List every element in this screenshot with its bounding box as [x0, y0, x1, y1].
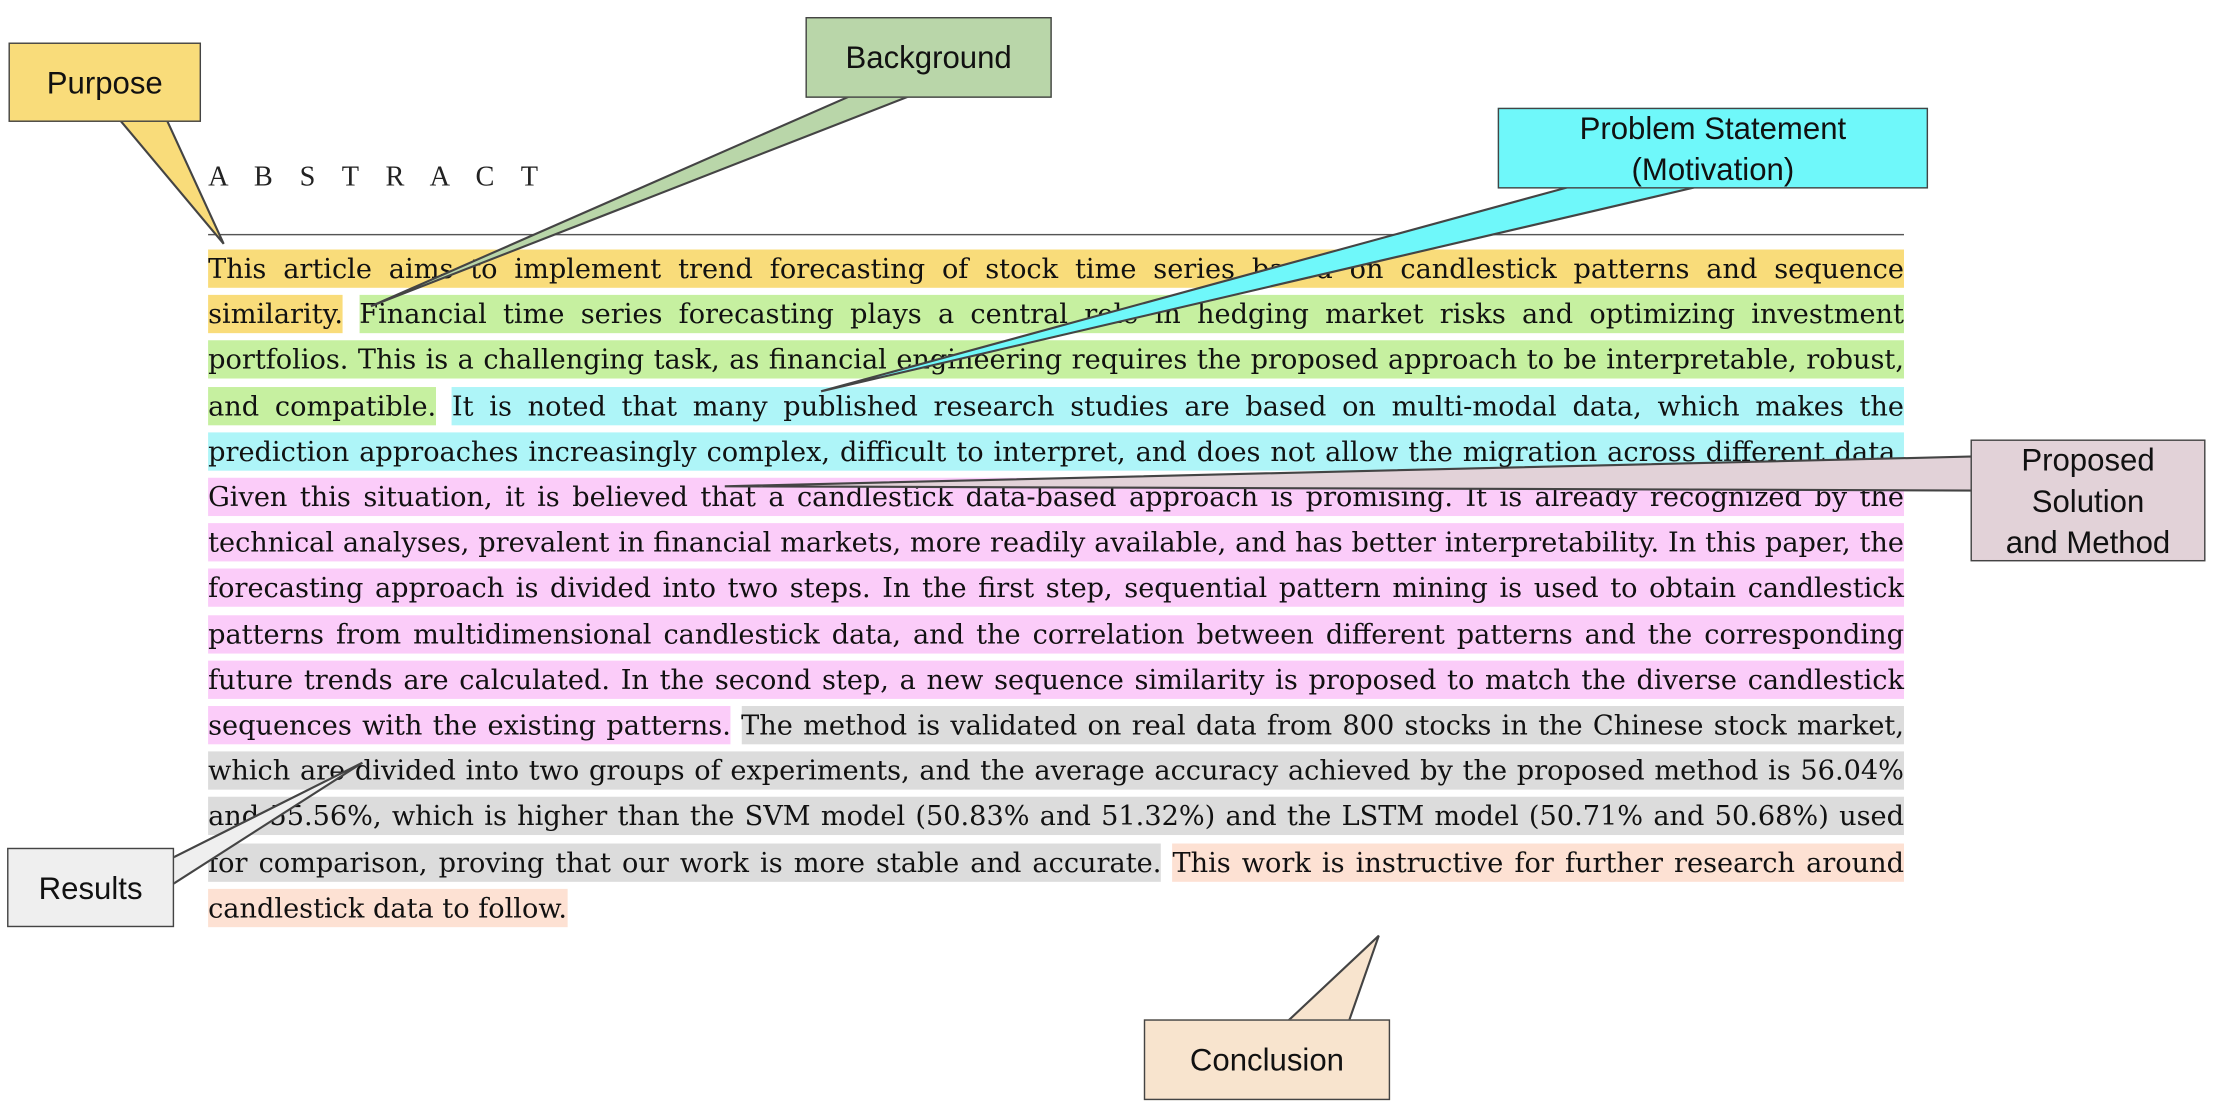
- proposed-solution-label: Proposed Solution and Method: [1970, 439, 2206, 562]
- heading-rule: [208, 233, 1904, 236]
- results-label: Results: [7, 847, 175, 928]
- segment-proposed: Given this situation, it is believed tha…: [208, 477, 1904, 745]
- conclusion-label-text: Conclusion: [1189, 1042, 1345, 1078]
- background-label-text: Background: [845, 39, 1012, 76]
- abstract-body: This article aims to implement trend for…: [208, 247, 1904, 932]
- proposed-solution-label-line2: Solution: [2031, 482, 2145, 519]
- problem-statement-label-line2: (Motivation): [1631, 150, 1795, 187]
- segment-problem: It is noted that many published research…: [208, 386, 1904, 471]
- purpose-label-text: Purpose: [46, 64, 163, 100]
- proposed-solution-label-line1: Proposed: [2021, 441, 2155, 478]
- background-label: Background: [805, 17, 1052, 98]
- purpose-label: Purpose: [8, 42, 202, 122]
- problem-statement-label: Problem Statement (Motivation): [1497, 107, 1929, 189]
- conclusion-label: Conclusion: [1143, 1019, 1391, 1101]
- problem-statement-label-line1: Problem Statement: [1579, 109, 1847, 146]
- proposed-solution-label-line3: and Method: [2005, 523, 2171, 560]
- abstract-heading: A B S T R A C T: [208, 161, 548, 193]
- results-label-text: Results: [38, 869, 143, 906]
- conclusion-pointer: [1285, 934, 1380, 1022]
